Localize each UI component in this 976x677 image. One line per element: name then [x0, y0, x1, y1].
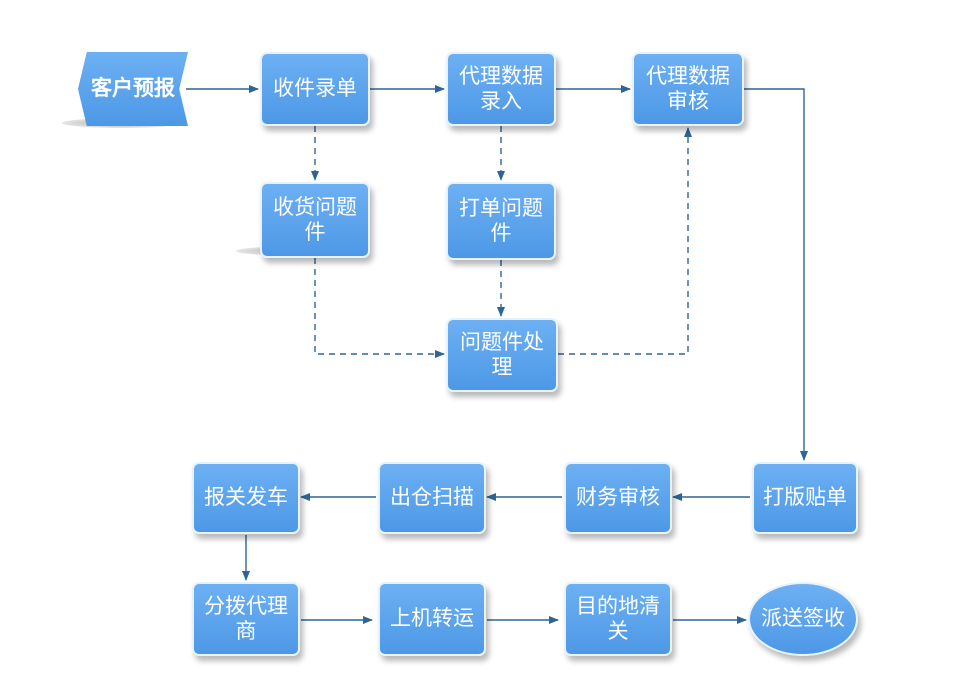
- arrow-5-7: [314, 258, 445, 358]
- node-outbound-scan: 出仓扫描: [378, 462, 486, 534]
- node-destination-clearance: 目的地清 关: [564, 582, 672, 656]
- node-agent-data-entry: 代理数据 录入: [446, 52, 556, 126]
- node-finance-review: 财务审核: [564, 462, 672, 534]
- node-receiving-problem: 收货问题 件: [260, 182, 370, 258]
- node-air-transfer: 上机转运: [378, 582, 486, 656]
- node-printing-problem: 打单问题 件: [446, 182, 556, 260]
- node-delivery-signoff: 派送签收: [748, 582, 858, 656]
- node-problem-handling: 问题件处 理: [446, 318, 558, 392]
- node-customer-forecast: 客户预报: [78, 52, 188, 126]
- node-print-label: 打版贴单: [752, 462, 858, 534]
- node-agent-data-review: 代理数据 审核: [632, 52, 744, 126]
- arrow-4-8: [744, 88, 808, 461]
- node-receive-entry: 收件录单: [260, 52, 370, 126]
- arrow-7-4: [558, 127, 692, 355]
- node-distribution-agent: 分拨代理 商: [192, 582, 300, 656]
- node-customs-dispatch: 报关发车: [192, 462, 300, 534]
